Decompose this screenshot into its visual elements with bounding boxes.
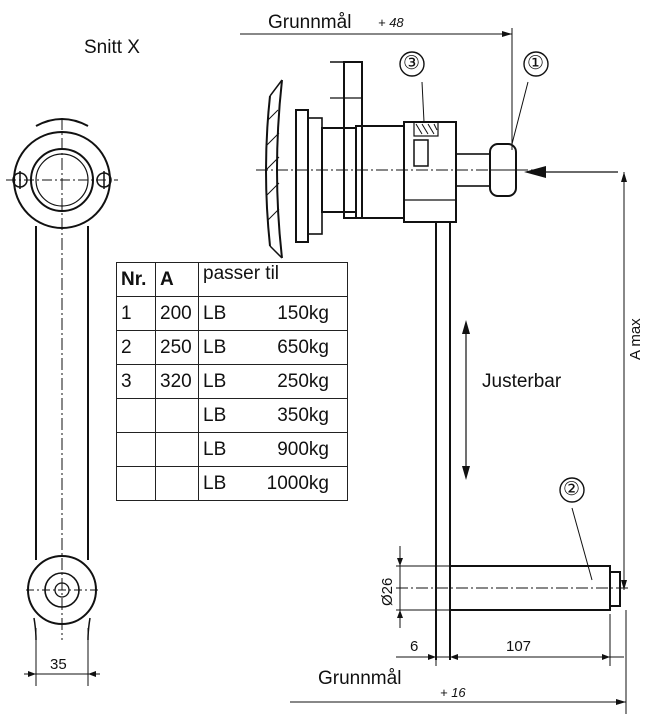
table-cell-lb: LB	[203, 302, 227, 324]
part-3-balloon	[399, 51, 425, 77]
table-cell-nr	[116, 466, 156, 501]
a-max-label: A max	[627, 318, 644, 360]
table-cell-a: 200	[155, 296, 199, 331]
table-cell-lb: LB	[203, 370, 227, 392]
base-dim-bottom-add: + 16	[440, 685, 466, 700]
table-row: 3 320 LB 250kg	[116, 364, 348, 399]
table-cell-kg: 1000kg	[266, 472, 329, 494]
base-dim-bottom-label: Grunnmål	[318, 668, 402, 689]
table-cell-fits: LB 350kg	[198, 398, 348, 433]
parts-table: Nr. A passer til 1 200 LB 150kg 2 250 LB 6…	[116, 262, 348, 501]
table-cell-fits: LB 150kg	[198, 296, 348, 331]
table-row: 2 250 LB 650kg	[116, 330, 348, 365]
table-cell-lb: LB	[203, 404, 227, 426]
table-cell-nr: 3	[116, 364, 156, 399]
table-cell-fits: LB 1000kg	[198, 466, 348, 501]
table-row: LB 1000kg	[116, 466, 348, 501]
table-cell-nr	[116, 432, 156, 467]
table-cell-a	[155, 398, 199, 433]
table-header-nr: Nr.	[116, 262, 156, 297]
table-cell-kg: 250kg	[277, 370, 329, 392]
table-cell-lb: LB	[203, 336, 227, 358]
table-row: LB 900kg	[116, 432, 348, 467]
width-35-label: 35	[50, 656, 67, 673]
dim-107-label: 107	[506, 638, 532, 655]
table-cell-lb: LB	[203, 438, 227, 460]
table-cell-kg: 900kg	[277, 438, 329, 460]
table-cell-a: 320	[155, 364, 199, 399]
base-dim-top-add: + 48	[378, 15, 404, 30]
part-1-balloon	[523, 51, 549, 77]
table-cell-kg: 350kg	[277, 404, 329, 426]
adjustable-label: Justerbar	[482, 371, 562, 392]
part-1-number: ①	[527, 53, 545, 74]
table-cell-a: 250	[155, 330, 199, 365]
table-cell-nr	[116, 398, 156, 433]
table-cell-nr: 1	[116, 296, 156, 331]
section-label: Snitt X	[84, 37, 140, 58]
base-dim-top-label: Grunnmål	[268, 12, 352, 33]
table-header-fits: passer til	[198, 262, 348, 297]
assembly-view	[240, 28, 630, 714]
table-cell-lb: LB	[203, 472, 227, 494]
table-row: LB 350kg	[116, 398, 348, 433]
table-cell-fits: LB 250kg	[198, 364, 348, 399]
part-2-balloon	[559, 477, 585, 503]
table-cell-fits: LB 650kg	[198, 330, 348, 365]
table-header-a: A	[155, 262, 199, 297]
table-cell-kg: 150kg	[277, 302, 329, 324]
table-cell-a	[155, 466, 199, 501]
table-cell-fits: LB 900kg	[198, 432, 348, 467]
table-cell-nr: 2	[116, 330, 156, 365]
table-cell-a	[155, 432, 199, 467]
part-2-number: ②	[563, 479, 581, 500]
table-row: 1 200 LB 150kg	[116, 296, 348, 331]
section-view	[6, 118, 118, 686]
table-cell-kg: 650kg	[277, 336, 329, 358]
diameter-26-label: Ø26	[379, 577, 396, 606]
table-header-row: Nr. A passer til	[116, 262, 348, 297]
dim-6-label: 6	[410, 638, 419, 655]
part-3-number: ③	[403, 53, 421, 74]
